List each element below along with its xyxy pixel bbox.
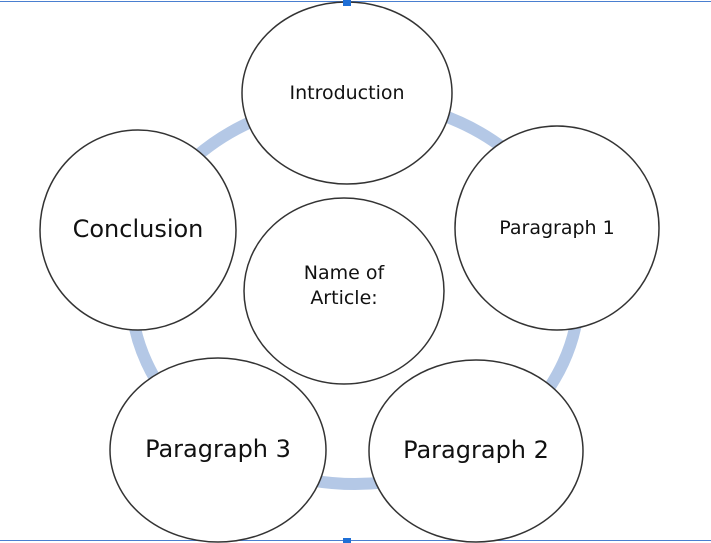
label-conclusion: Conclusion <box>72 215 204 244</box>
selection-handle-top[interactable] <box>343 0 351 6</box>
label-paragraph-1: Paragraph 1 <box>499 216 615 239</box>
node-conclusion[interactable] <box>39 129 237 331</box>
node-center[interactable] <box>243 197 445 385</box>
selection-handle-bottom[interactable] <box>343 538 351 543</box>
label-center: Name of Article: <box>249 258 439 314</box>
center-line-2: Article: <box>310 287 378 309</box>
center-line-1: Name of <box>303 262 385 285</box>
node-paragraph-1[interactable] <box>454 125 660 331</box>
node-paragraph-3[interactable] <box>109 357 327 543</box>
label-paragraph-2: Paragraph 2 <box>403 436 549 465</box>
label-introduction: Introduction <box>289 81 405 104</box>
node-paragraph-2[interactable] <box>368 359 584 543</box>
label-paragraph-3: Paragraph 3 <box>145 435 291 464</box>
